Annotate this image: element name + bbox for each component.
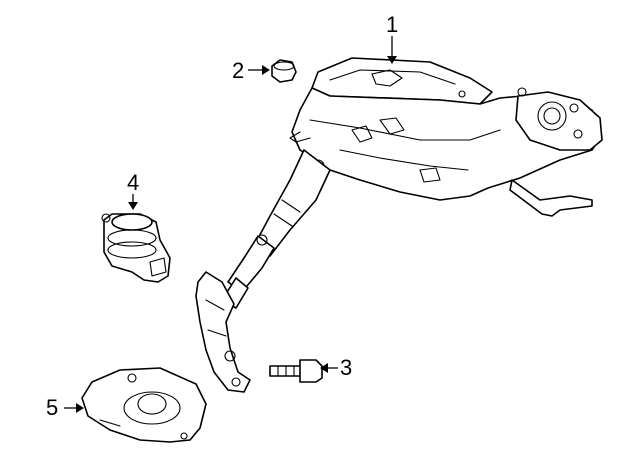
steering-column-assembly xyxy=(195,57,603,393)
leader-line-3 xyxy=(320,363,338,373)
plug-part xyxy=(271,59,297,83)
callout-3: 3 xyxy=(340,355,353,380)
bolt-part xyxy=(269,359,323,383)
leader-line-2 xyxy=(248,65,270,75)
leader-line-1 xyxy=(387,36,397,64)
leader-line-5 xyxy=(64,403,84,413)
callout-4: 4 xyxy=(127,170,140,195)
callout-2: 2 xyxy=(232,58,245,83)
seal-plate-part xyxy=(81,367,207,443)
callout-1: 1 xyxy=(386,12,399,37)
leader-line-4 xyxy=(128,194,138,210)
callout-5: 5 xyxy=(46,395,59,420)
boot-part xyxy=(101,213,171,283)
